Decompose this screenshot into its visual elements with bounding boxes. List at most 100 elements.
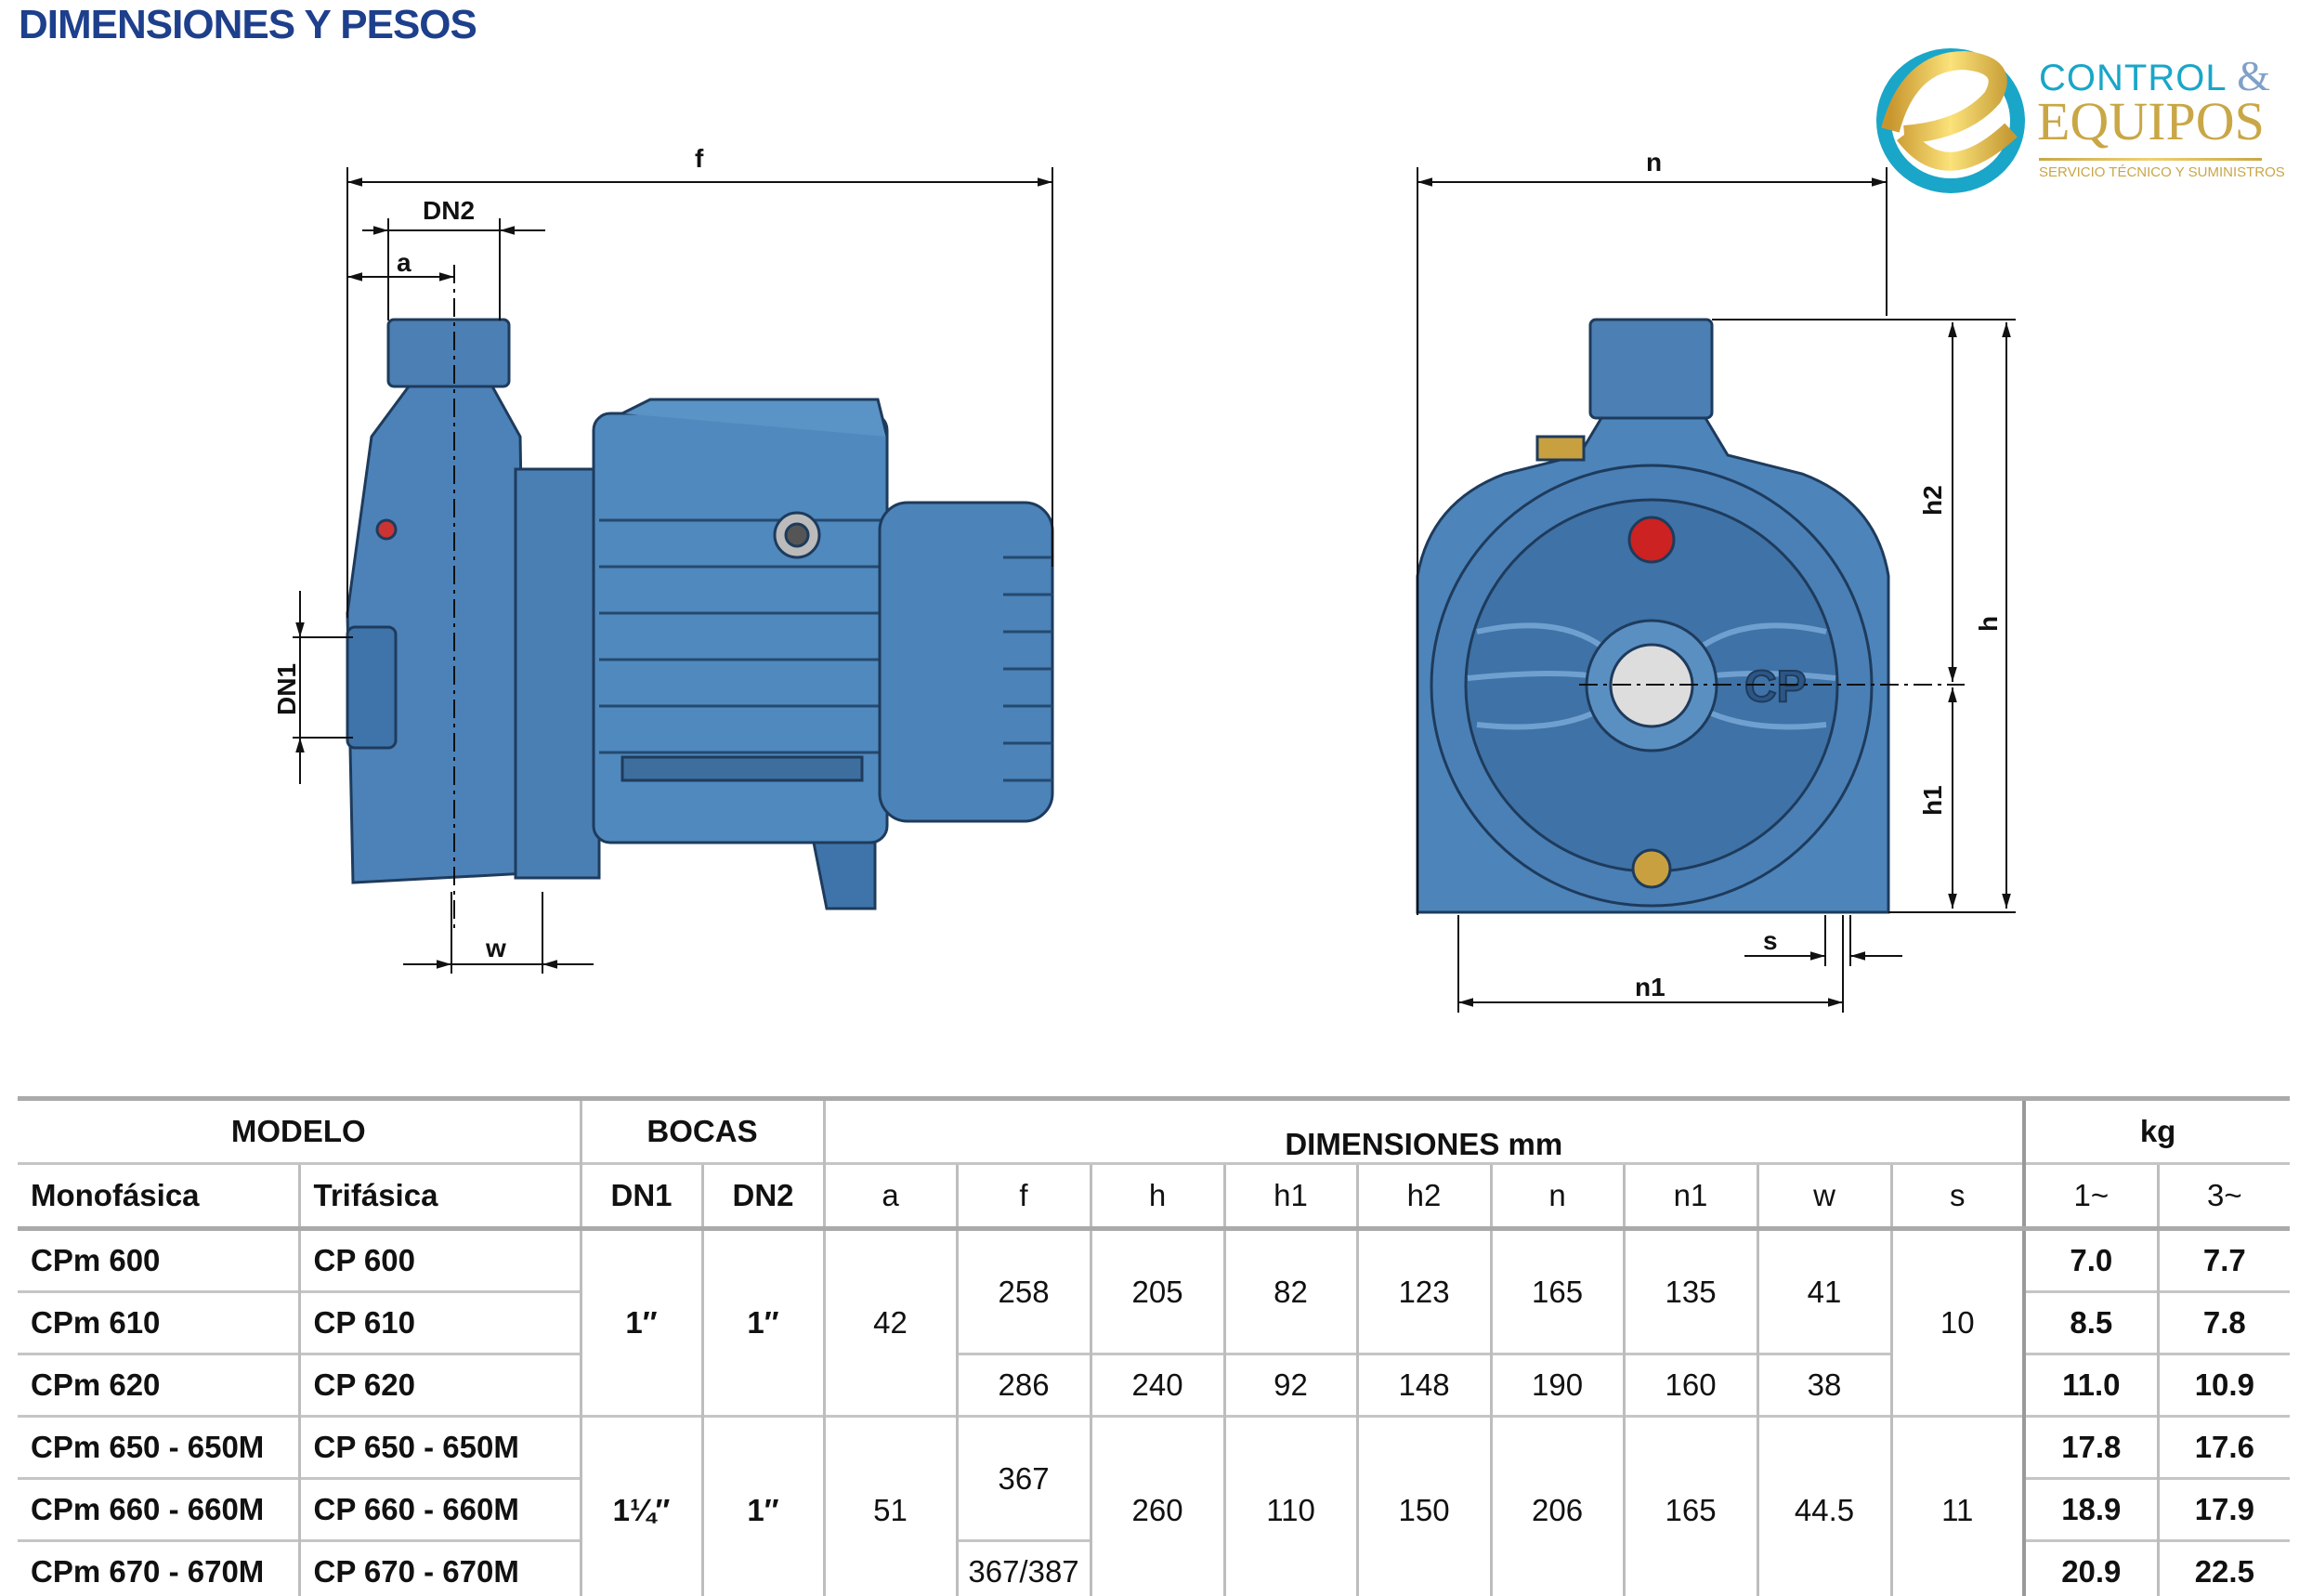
cell-f: 286 xyxy=(955,1353,1091,1417)
cell-w: 41 xyxy=(1756,1226,1892,1354)
table-row: CPm 660 - 660M CP 660 - 660M 18.9 17.9 xyxy=(18,1477,2291,1541)
dim-label-h2: h2 xyxy=(1918,485,1947,516)
cell-h: 205 xyxy=(1089,1226,1225,1354)
table-row: CPm 600 CP 600 1″ 1″ 42 258 205 82 123 1… xyxy=(18,1226,2291,1417)
cell-h1: 110 xyxy=(1222,1415,1358,1596)
dim-label-h: h xyxy=(1974,616,2003,632)
col-h1: h1 xyxy=(1222,1162,1358,1229)
cell-h: 240 xyxy=(1089,1353,1225,1417)
cell-kg1: 18.9 xyxy=(2022,1477,2159,1541)
cell-mono: CPm 660 - 660M xyxy=(18,1477,299,1541)
cell-kg3: 22.5 xyxy=(2156,1539,2291,1596)
cell-tri: CP 610 xyxy=(297,1290,581,1354)
cell-kg1: 17.8 xyxy=(2022,1415,2159,1479)
cell-dn1: 1″ xyxy=(579,1226,703,1417)
pump-brand-mark: CP xyxy=(1744,662,1807,712)
dimensions-weights-table: MODELO BOCAS DIMENSIONES mm kg Monofásic… xyxy=(18,1096,2291,1596)
col-a: a xyxy=(822,1162,958,1229)
header-modelo: MODELO xyxy=(18,1096,581,1164)
col-dn1: DN1 xyxy=(579,1162,703,1229)
table-row: CPm 650 - 650M CP 650 - 650M 1¼″ 1″ 51 3… xyxy=(18,1415,2291,1596)
cell-n: 206 xyxy=(1489,1415,1625,1596)
col-monofasica: Monofásica xyxy=(18,1162,299,1229)
col-trifasica: Trifásica xyxy=(297,1162,581,1229)
cell-n: 165 xyxy=(1489,1226,1625,1354)
cell-kg3: 17.6 xyxy=(2156,1415,2291,1479)
col-h2: h2 xyxy=(1355,1162,1492,1229)
cell-h2: 148 xyxy=(1355,1353,1492,1417)
dim-label-s: s xyxy=(1763,926,1778,955)
col-kg-3ph: 3~ xyxy=(2156,1162,2291,1229)
col-f: f xyxy=(955,1162,1091,1229)
cell-n1: 165 xyxy=(1622,1415,1758,1596)
cell-mono: CPm 650 - 650M xyxy=(18,1415,299,1479)
logo-line2: EQUIPOS xyxy=(2037,91,2265,151)
cell-dn2: 1″ xyxy=(700,1226,825,1417)
page-title: DIMENSIONES Y PESOS xyxy=(19,2,477,47)
cell-n1: 135 xyxy=(1622,1226,1758,1354)
cell-h2: 123 xyxy=(1355,1226,1492,1354)
cell-tri: CP 650 - 650M xyxy=(297,1415,581,1479)
cell-kg1: 11.0 xyxy=(2022,1353,2159,1417)
cell-kg1: 7.0 xyxy=(2022,1226,2159,1292)
col-kg-1ph: 1~ xyxy=(2022,1162,2159,1229)
cell-a: 51 xyxy=(822,1415,958,1596)
cell-dn1: 1¼″ xyxy=(579,1415,703,1596)
table-column-header-row: Monofásica Trifásica DN1 DN2 a f h h1 h2… xyxy=(18,1162,2291,1229)
cell-tri: CP 600 xyxy=(297,1226,581,1292)
cell-s: 10 xyxy=(1889,1226,2025,1417)
cell-mono: CPm 610 xyxy=(18,1290,299,1354)
col-dn2: DN2 xyxy=(700,1162,825,1229)
dim-label-f: f xyxy=(695,144,704,173)
cell-h1: 82 xyxy=(1222,1226,1358,1354)
cell-kg1: 20.9 xyxy=(2022,1539,2159,1596)
company-logo: CONTROL & EQUIPOS SERVICIO TÉCNICO Y SUM… xyxy=(1872,42,2285,195)
cell-kg3: 17.9 xyxy=(2156,1477,2291,1541)
header-bocas: BOCAS xyxy=(579,1096,825,1164)
cell-kg3: 7.8 xyxy=(2156,1290,2291,1354)
logo-e-icon xyxy=(1876,48,2025,193)
dimension-drawings: f DN2 a DN1 w CP xyxy=(272,144,2016,1013)
cell-mono: CPm 670 - 670M xyxy=(18,1539,299,1596)
cell-tri: CP 620 xyxy=(297,1353,581,1417)
col-n: n xyxy=(1489,1162,1625,1229)
cell-n1: 160 xyxy=(1622,1353,1758,1417)
logo-ampersand: & xyxy=(2237,52,2271,99)
cell-f: 367/387 xyxy=(955,1539,1091,1596)
table-row: CPm 670 - 670M CP 670 - 670M 367/387 20.… xyxy=(18,1539,2291,1596)
cell-w: 38 xyxy=(1756,1353,1892,1417)
cell-w: 44.5 xyxy=(1756,1415,1892,1596)
cell-a: 42 xyxy=(822,1226,958,1417)
col-w: w xyxy=(1756,1162,1892,1229)
header-kg: kg xyxy=(2022,1096,2291,1164)
cell-kg1: 8.5 xyxy=(2022,1290,2159,1354)
cell-tri: CP 660 - 660M xyxy=(297,1477,581,1541)
table-row: CPm 610 CP 610 8.5 7.8 xyxy=(18,1290,2291,1354)
cell-kg3: 10.9 xyxy=(2156,1353,2291,1417)
cell-h2: 150 xyxy=(1355,1415,1492,1596)
dim-label-dn2: DN2 xyxy=(423,196,475,225)
cell-n: 190 xyxy=(1489,1353,1625,1417)
cell-kg3: 7.7 xyxy=(2156,1226,2291,1292)
table-row: CPm 620 CP 620 286 240 92 148 190 160 38… xyxy=(18,1353,2291,1417)
logo-line1: CONTROL xyxy=(2039,58,2227,98)
cell-mono: CPm 600 xyxy=(18,1226,299,1292)
dim-label-dn1: DN1 xyxy=(272,663,301,715)
cell-h: 260 xyxy=(1089,1415,1225,1596)
cell-tri: CP 670 - 670M xyxy=(297,1539,581,1596)
dim-label-h1: h1 xyxy=(1918,785,1947,816)
logo-divider xyxy=(2039,158,2262,161)
dim-label-n: n xyxy=(1646,148,1662,177)
cell-s: 11 xyxy=(1889,1415,2025,1596)
col-n1: n1 xyxy=(1622,1162,1758,1229)
pump-front-view xyxy=(1416,318,1890,914)
dim-label-w: w xyxy=(485,934,506,962)
dim-label-a: a xyxy=(397,248,411,277)
cell-f: 367 xyxy=(955,1415,1091,1541)
dim-label-n1: n1 xyxy=(1635,973,1665,1001)
logo-tagline: SERVICIO TÉCNICO Y SUMINISTROS xyxy=(2039,164,2285,180)
header-dimensiones: DIMENSIONES mm xyxy=(822,1096,2025,1164)
cell-f: 258 xyxy=(955,1226,1091,1354)
table-group-header-row: MODELO BOCAS DIMENSIONES mm kg xyxy=(18,1096,2291,1164)
